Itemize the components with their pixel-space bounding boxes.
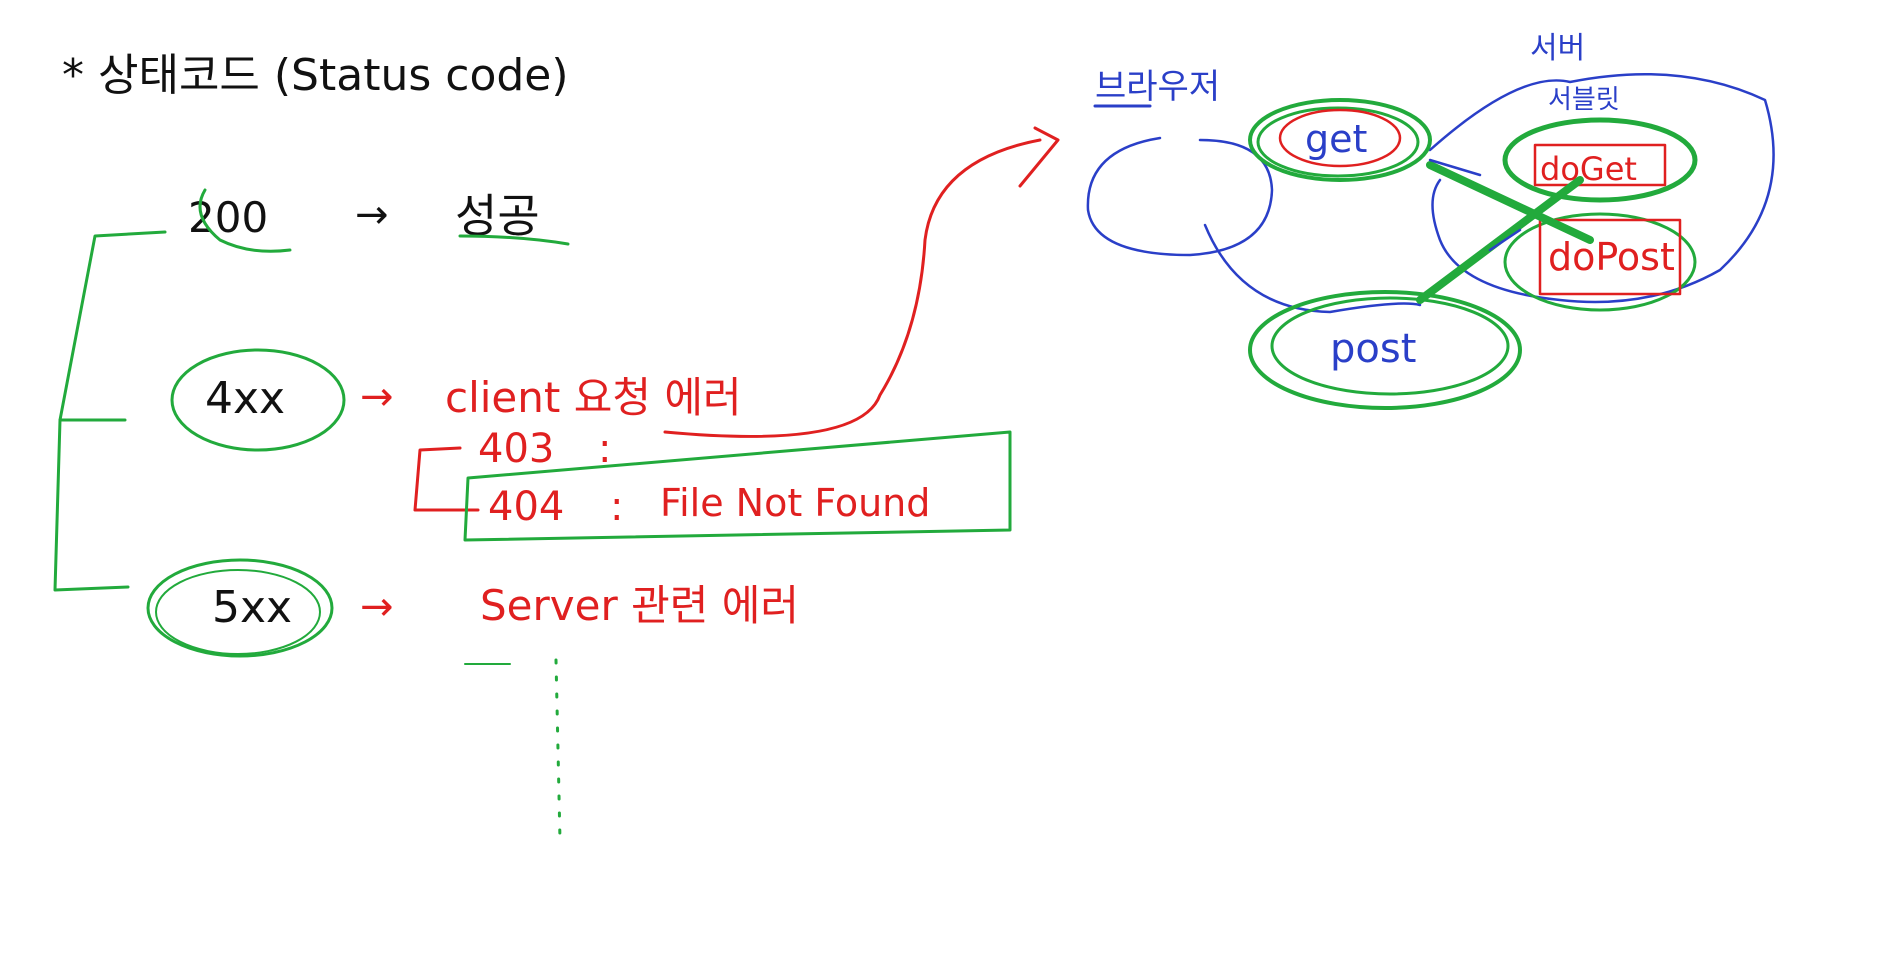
code-4xx-arrow: →	[360, 374, 394, 420]
success-underline	[458, 234, 570, 246]
get-circle-inner	[1278, 108, 1402, 168]
code-5xx-circle-inner	[155, 569, 321, 655]
server-label: 서버	[1530, 31, 1585, 66]
code-5xx-circle	[146, 558, 334, 658]
server-loop	[1428, 72, 1775, 304]
code-4xx-circle	[170, 348, 346, 452]
tree-bracket	[53, 230, 167, 592]
client-label: 브라우저	[1095, 67, 1220, 107]
code-5xx-arrow: →	[360, 584, 394, 630]
code-404-label: 404	[488, 484, 564, 530]
doget-box	[1533, 143, 1667, 187]
dopost-box	[1538, 218, 1682, 296]
doget-circle	[1502, 117, 1698, 203]
code-4xx-label: 4xx	[205, 373, 285, 424]
code-404-highlight-box	[463, 430, 1012, 542]
post-outgoing-arrow	[1488, 228, 1522, 252]
code-403-label: 403	[478, 426, 554, 472]
code-403-separator: :	[598, 426, 611, 472]
code-200-meaning: 성공	[455, 189, 540, 243]
get-circle-mid	[1256, 106, 1420, 178]
connector-arrow-line	[663, 138, 1042, 438]
get-circle-outer	[1248, 98, 1432, 182]
dotted-guide-vertical	[554, 658, 562, 842]
code-404-meaning: File Not Found	[660, 481, 930, 525]
post-request: post	[1330, 326, 1416, 372]
get-request: get	[1305, 117, 1367, 161]
client-to-post-line	[1203, 223, 1422, 314]
client-loop	[1086, 136, 1274, 257]
dopost-circle	[1503, 212, 1697, 312]
code-5xx-meaning: Server 관련 에러	[480, 581, 799, 630]
post-circle-mid	[1270, 296, 1510, 396]
servlet-label: 서블릿	[1548, 85, 1620, 115]
post-to-doget-mapping	[1416, 176, 1584, 304]
code-4xx-meaning: client 요청 에러	[445, 373, 742, 422]
get-outgoing-arrow	[1428, 158, 1482, 177]
code-404-separator: :	[610, 484, 623, 530]
code-200-underline	[198, 188, 292, 253]
doget-handler: doGet	[1540, 150, 1637, 188]
sub-code-bracket	[413, 446, 480, 512]
dopost-handler: doPost	[1548, 235, 1675, 279]
connector-arrow-head	[1018, 126, 1060, 188]
post-circle-outer	[1248, 290, 1522, 410]
status-code-title: * 상태코드 (Status code)	[62, 50, 569, 101]
code-200-arrow: →	[355, 192, 389, 238]
get-to-dopost-mapping	[1426, 161, 1594, 244]
code-5xx-label: 5xx	[212, 582, 292, 633]
